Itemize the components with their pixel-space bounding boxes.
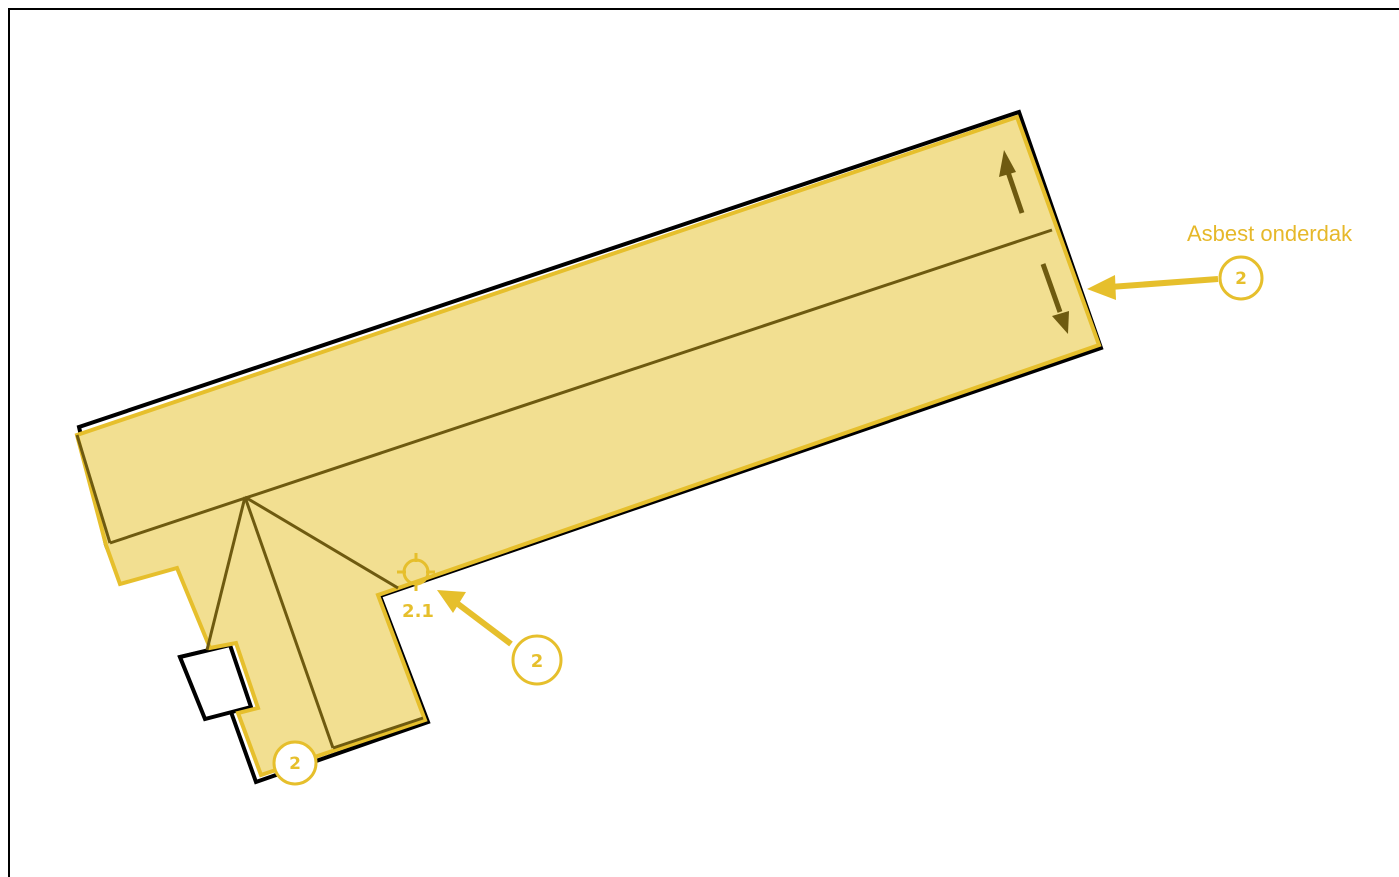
badge-bottom: 2 bbox=[272, 740, 318, 786]
drawing-frame bbox=[8, 8, 1399, 877]
badge-middle: 2 bbox=[511, 634, 563, 686]
target-marker-icon bbox=[397, 553, 435, 591]
ridge-lines bbox=[75, 228, 1053, 750]
badge-right-label: 2 bbox=[1235, 269, 1247, 289]
roof-area bbox=[74, 114, 1102, 778]
left-eave-line bbox=[75, 434, 112, 544]
wing-end-line bbox=[332, 716, 424, 750]
badge-bottom-label: 2 bbox=[289, 754, 301, 774]
badge-right: 2 bbox=[1218, 255, 1264, 301]
slope-arrow-up bbox=[999, 150, 1025, 214]
hip-line-left bbox=[205, 496, 247, 651]
hip-line-center bbox=[243, 496, 335, 749]
point-label: 2.1 bbox=[402, 601, 434, 622]
hip-line-right bbox=[244, 495, 399, 590]
annotation-arrow-middle bbox=[437, 590, 513, 647]
annotation-arrow-right bbox=[1087, 275, 1219, 300]
material-label: Asbest onderdak bbox=[1187, 221, 1353, 246]
badge-middle-label: 2 bbox=[531, 651, 544, 672]
slope-arrow-down bbox=[1040, 263, 1069, 334]
main-ridge-line bbox=[109, 228, 1053, 545]
